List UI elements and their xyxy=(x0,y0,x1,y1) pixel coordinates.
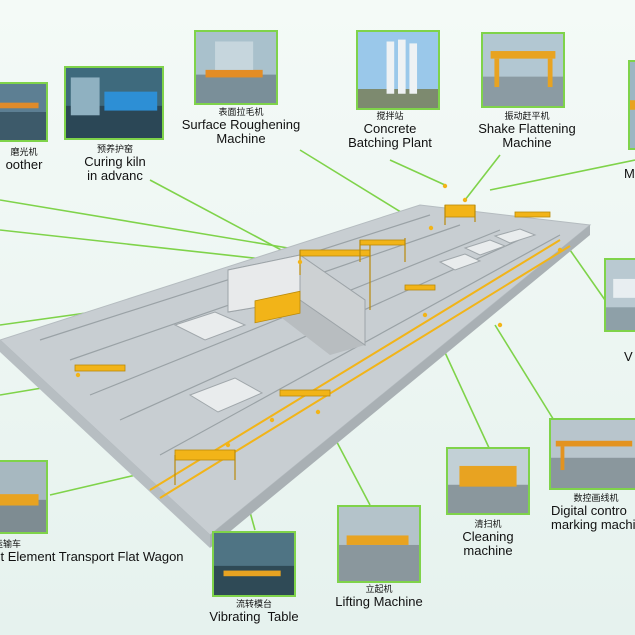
label-cn: 清扫机 xyxy=(474,519,502,529)
label-en: Machine xyxy=(216,131,266,147)
label-cn: 数控画线机 xyxy=(573,493,619,503)
photo-surface-roughening xyxy=(194,30,278,105)
label-en: Cleaning xyxy=(462,528,514,544)
label-vibrating-table: 流转模台 Vibrating Table xyxy=(196,599,312,624)
label-right-top-partial: M xyxy=(624,166,635,181)
photo-shake-flattening xyxy=(481,32,565,108)
yellow-dots xyxy=(75,183,563,458)
label-surface-roughening: 表面拉毛机 Surface Roughening Machine xyxy=(176,107,306,147)
label-cn: 搅拌站 xyxy=(376,111,404,121)
label-en: M xyxy=(624,166,635,181)
label-shake-flattening: 振动赶平机 Shake Flattening Machine xyxy=(472,111,582,151)
mold-slab xyxy=(188,377,264,413)
photo-right-mid-partial xyxy=(604,258,635,332)
label-cn: 流转模台 xyxy=(235,599,272,609)
label-en: Machine xyxy=(502,135,552,151)
mold-slab xyxy=(173,311,247,341)
label-en: oother xyxy=(5,156,43,172)
photo-cleaning xyxy=(446,447,530,515)
photo-concrete-batching xyxy=(356,30,440,110)
label-transport-wagon: 运输车 st Element Transport Flat Wagon xyxy=(0,539,194,564)
gantry xyxy=(174,449,236,461)
mold-slab xyxy=(438,253,482,271)
photo-lifting xyxy=(337,505,421,583)
label-en: Batching Plant xyxy=(348,135,432,151)
label-en: Surface Roughening xyxy=(181,116,301,132)
label-en: machine xyxy=(463,543,513,559)
label-digital-marking: 数控画线机 Digital contro marking machi xyxy=(551,493,635,533)
mold-slab xyxy=(493,228,537,244)
label-cn: 运输车 xyxy=(0,539,22,549)
label-en: Digital contro xyxy=(551,502,627,518)
gantry xyxy=(279,389,331,397)
photo-vibrating-table xyxy=(212,531,296,597)
label-en: Concrete xyxy=(363,120,417,136)
photo-digital-marking xyxy=(549,418,635,490)
label-en: Vibrating Table xyxy=(209,608,299,624)
label-en: st Element Transport Flat Wagon xyxy=(0,548,184,564)
label-cn: 振动赶平机 xyxy=(504,111,550,121)
label-cn: 表面拉毛机 xyxy=(218,107,264,117)
label-curing-kiln: 预养护窑 Curing kiln in advanc xyxy=(70,144,160,184)
label-en: in advanc xyxy=(87,168,143,184)
label-right-mid-partial: V xyxy=(624,349,635,364)
label-smoother: 磨光机 oother xyxy=(0,147,54,172)
label-concrete-batching: 搅拌站 Concrete Batching Plant xyxy=(340,111,440,151)
gantry xyxy=(74,364,126,372)
mold-slab xyxy=(463,239,507,256)
gantry xyxy=(359,239,406,246)
photo-transport-wagon xyxy=(0,460,48,534)
label-lifting: 立起机 Lifting Machine xyxy=(324,584,434,609)
photo-curing-kiln xyxy=(64,66,164,140)
label-cn: 预养护窑 xyxy=(96,144,133,154)
photo-right-top-partial xyxy=(628,60,635,150)
gantry xyxy=(444,204,476,218)
label-en: Curing kiln xyxy=(84,153,146,169)
label-cleaning: 清扫机 Cleaning machine xyxy=(446,519,530,559)
label-en: Lifting Machine xyxy=(335,593,423,609)
photo-smoother xyxy=(0,82,48,142)
label-cn: 立起机 xyxy=(365,584,393,594)
label-en: Shake Flattening xyxy=(478,120,576,136)
gantry xyxy=(514,211,551,218)
label-cn: 磨光机 xyxy=(10,147,38,157)
label-en: marking machi xyxy=(551,517,635,533)
label-en: V xyxy=(624,349,633,364)
gantry xyxy=(254,290,301,324)
gantry xyxy=(404,284,436,291)
